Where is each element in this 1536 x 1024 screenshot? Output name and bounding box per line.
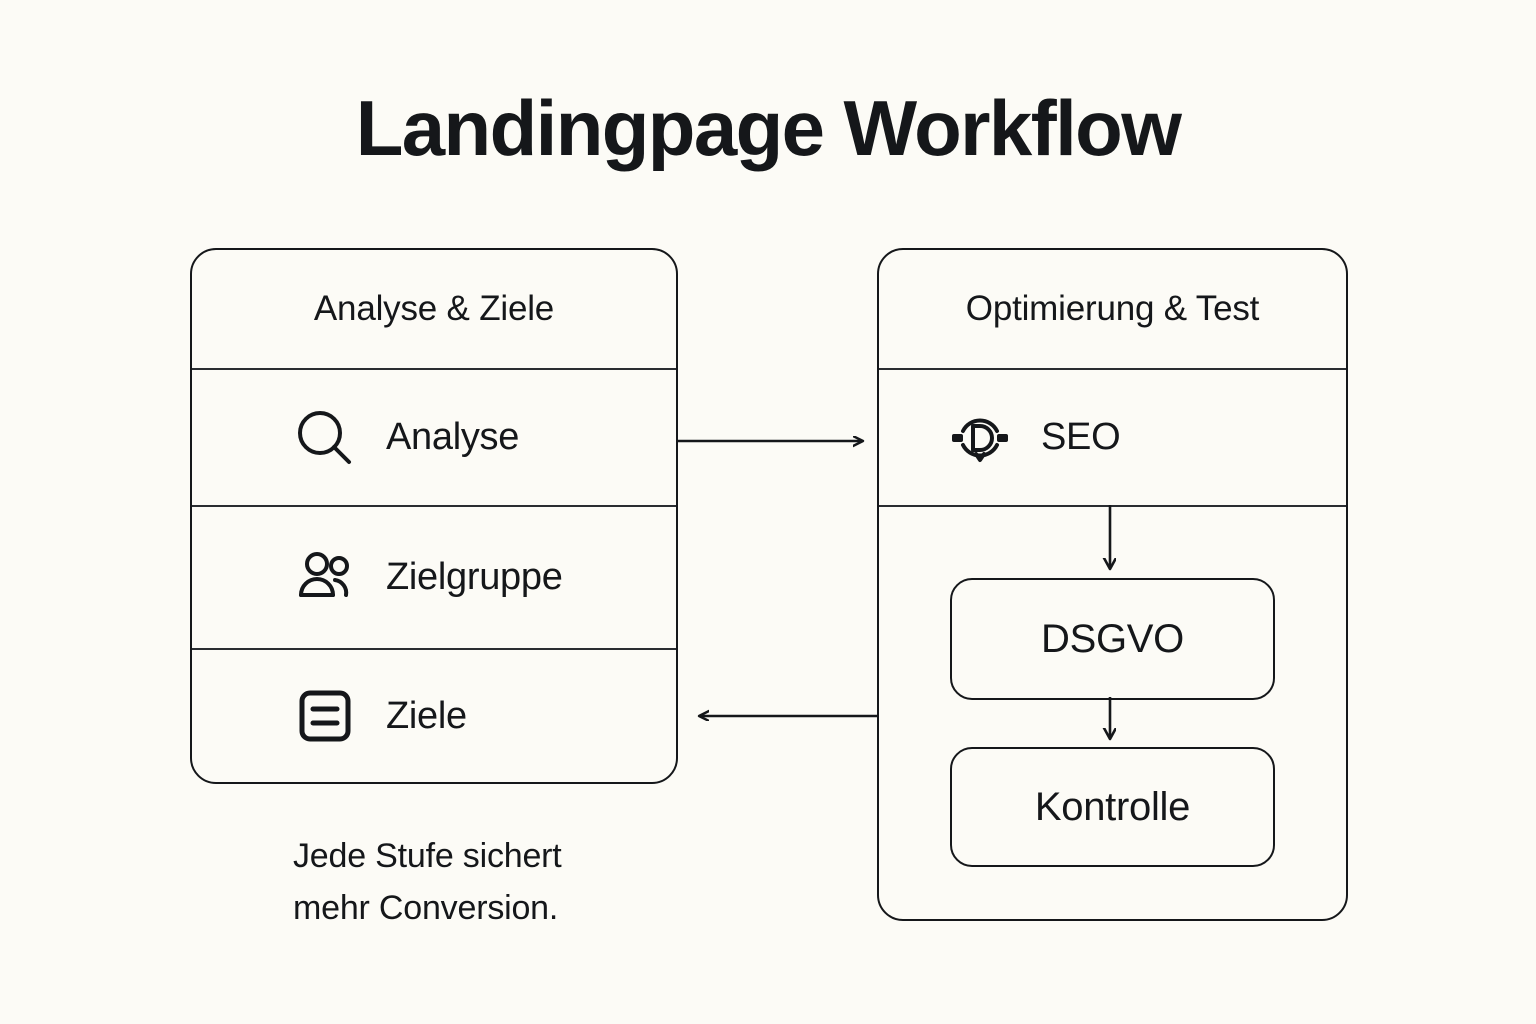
row-seo[interactable]: SEO [877, 370, 1348, 505]
row-analyse[interactable]: Analyse [190, 370, 678, 505]
card-left-divider-2 [192, 505, 676, 507]
card-right-divider-2 [879, 505, 1346, 507]
card-left-divider-3 [192, 648, 676, 650]
row-zielgruppe-label: Zielgruppe [386, 556, 563, 598]
pill-kontrolle[interactable]: Kontrolle [950, 747, 1275, 867]
card-left-divider-1 [192, 368, 676, 370]
page-title: Landingpage Workflow [355, 84, 1182, 172]
card-right-header: Optimierung & Test [965, 289, 1260, 328]
refresh-target-d-icon [949, 407, 1011, 469]
card-optimierung-test: Optimierung & Test DSGVO Kontrolle [877, 248, 1348, 921]
row-analyse-label: Analyse [386, 416, 520, 458]
card-analyse-ziele: Analyse & Ziele [190, 248, 678, 784]
pill-dsgvo[interactable]: DSGVO [950, 578, 1275, 700]
card-right-divider-1 [879, 368, 1346, 370]
row-ziele[interactable]: Ziele [190, 650, 678, 782]
card-left-header: Analyse & Ziele [313, 289, 555, 328]
pill-kontrolle-label: Kontrolle [1034, 784, 1191, 829]
caption-text: Jede Stufe sichert mehr Conversion. [293, 837, 562, 927]
magnifier-icon [294, 407, 356, 469]
pill-dsgvo-label: DSGVO [1041, 616, 1184, 661]
list-box-icon [294, 685, 356, 747]
row-zielgruppe[interactable]: Zielgruppe [190, 507, 678, 648]
row-seo-label: SEO [1041, 416, 1121, 458]
people-icon [294, 547, 356, 609]
row-ziele-label: Ziele [386, 694, 467, 737]
